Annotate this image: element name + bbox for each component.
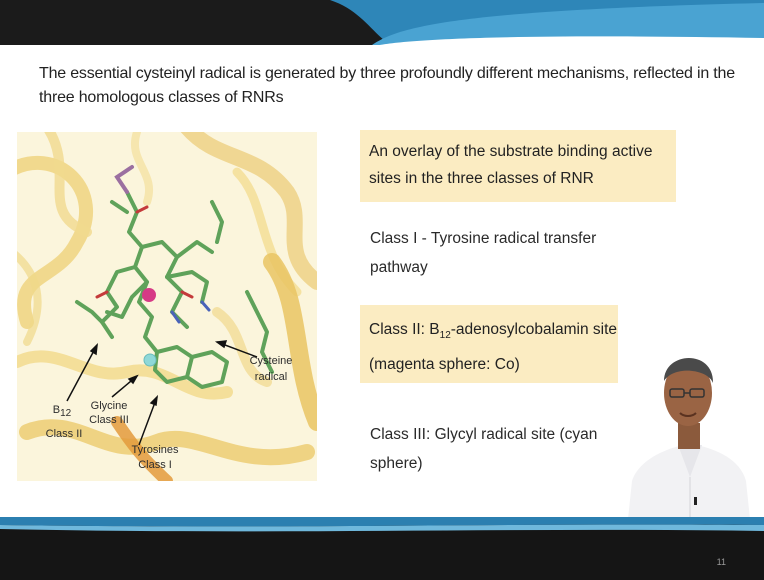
tyrosines-class-label: Class I xyxy=(125,459,185,471)
cysteine-radical-label: radical xyxy=(243,371,299,383)
tyrosines-label: Tyrosines xyxy=(125,444,185,456)
overlay-heading-box: An overlay of the substrate binding acti… xyxy=(360,130,676,202)
overlay-heading: An overlay of the substrate binding acti… xyxy=(369,138,669,192)
b12-class-label: Class II xyxy=(39,428,89,440)
presenter-video xyxy=(624,331,752,519)
presenter-image xyxy=(624,331,752,519)
cobalt-magenta-sphere xyxy=(142,288,156,302)
cysteine-label: Cysteine xyxy=(243,355,299,367)
class3-text: Class III: Glycyl radical site (cyan sph… xyxy=(370,420,610,478)
b12-label: B12 xyxy=(47,404,77,420)
class2-text: Class II: B12-adenosylcobalamin site (ma… xyxy=(369,315,619,379)
class2-box: Class II: B12-adenosylcobalamin site (ma… xyxy=(360,305,618,383)
glycine-class-label: Class III xyxy=(81,414,137,426)
slide-header-bar xyxy=(0,0,764,45)
slide-footer-bar: 11 xyxy=(0,517,764,580)
class1-text: Class I - Tyrosine radical transfer path… xyxy=(370,224,620,282)
glycyl-cyan-sphere xyxy=(144,354,156,366)
rnr-active-site-figure: B12 Class II Glycine Class III Tyrosines… xyxy=(17,132,317,481)
slide-number: 11 xyxy=(717,557,726,567)
glycine-label: Glycine xyxy=(81,400,137,412)
slide-title: The essential cysteinyl radical is gener… xyxy=(39,62,739,110)
